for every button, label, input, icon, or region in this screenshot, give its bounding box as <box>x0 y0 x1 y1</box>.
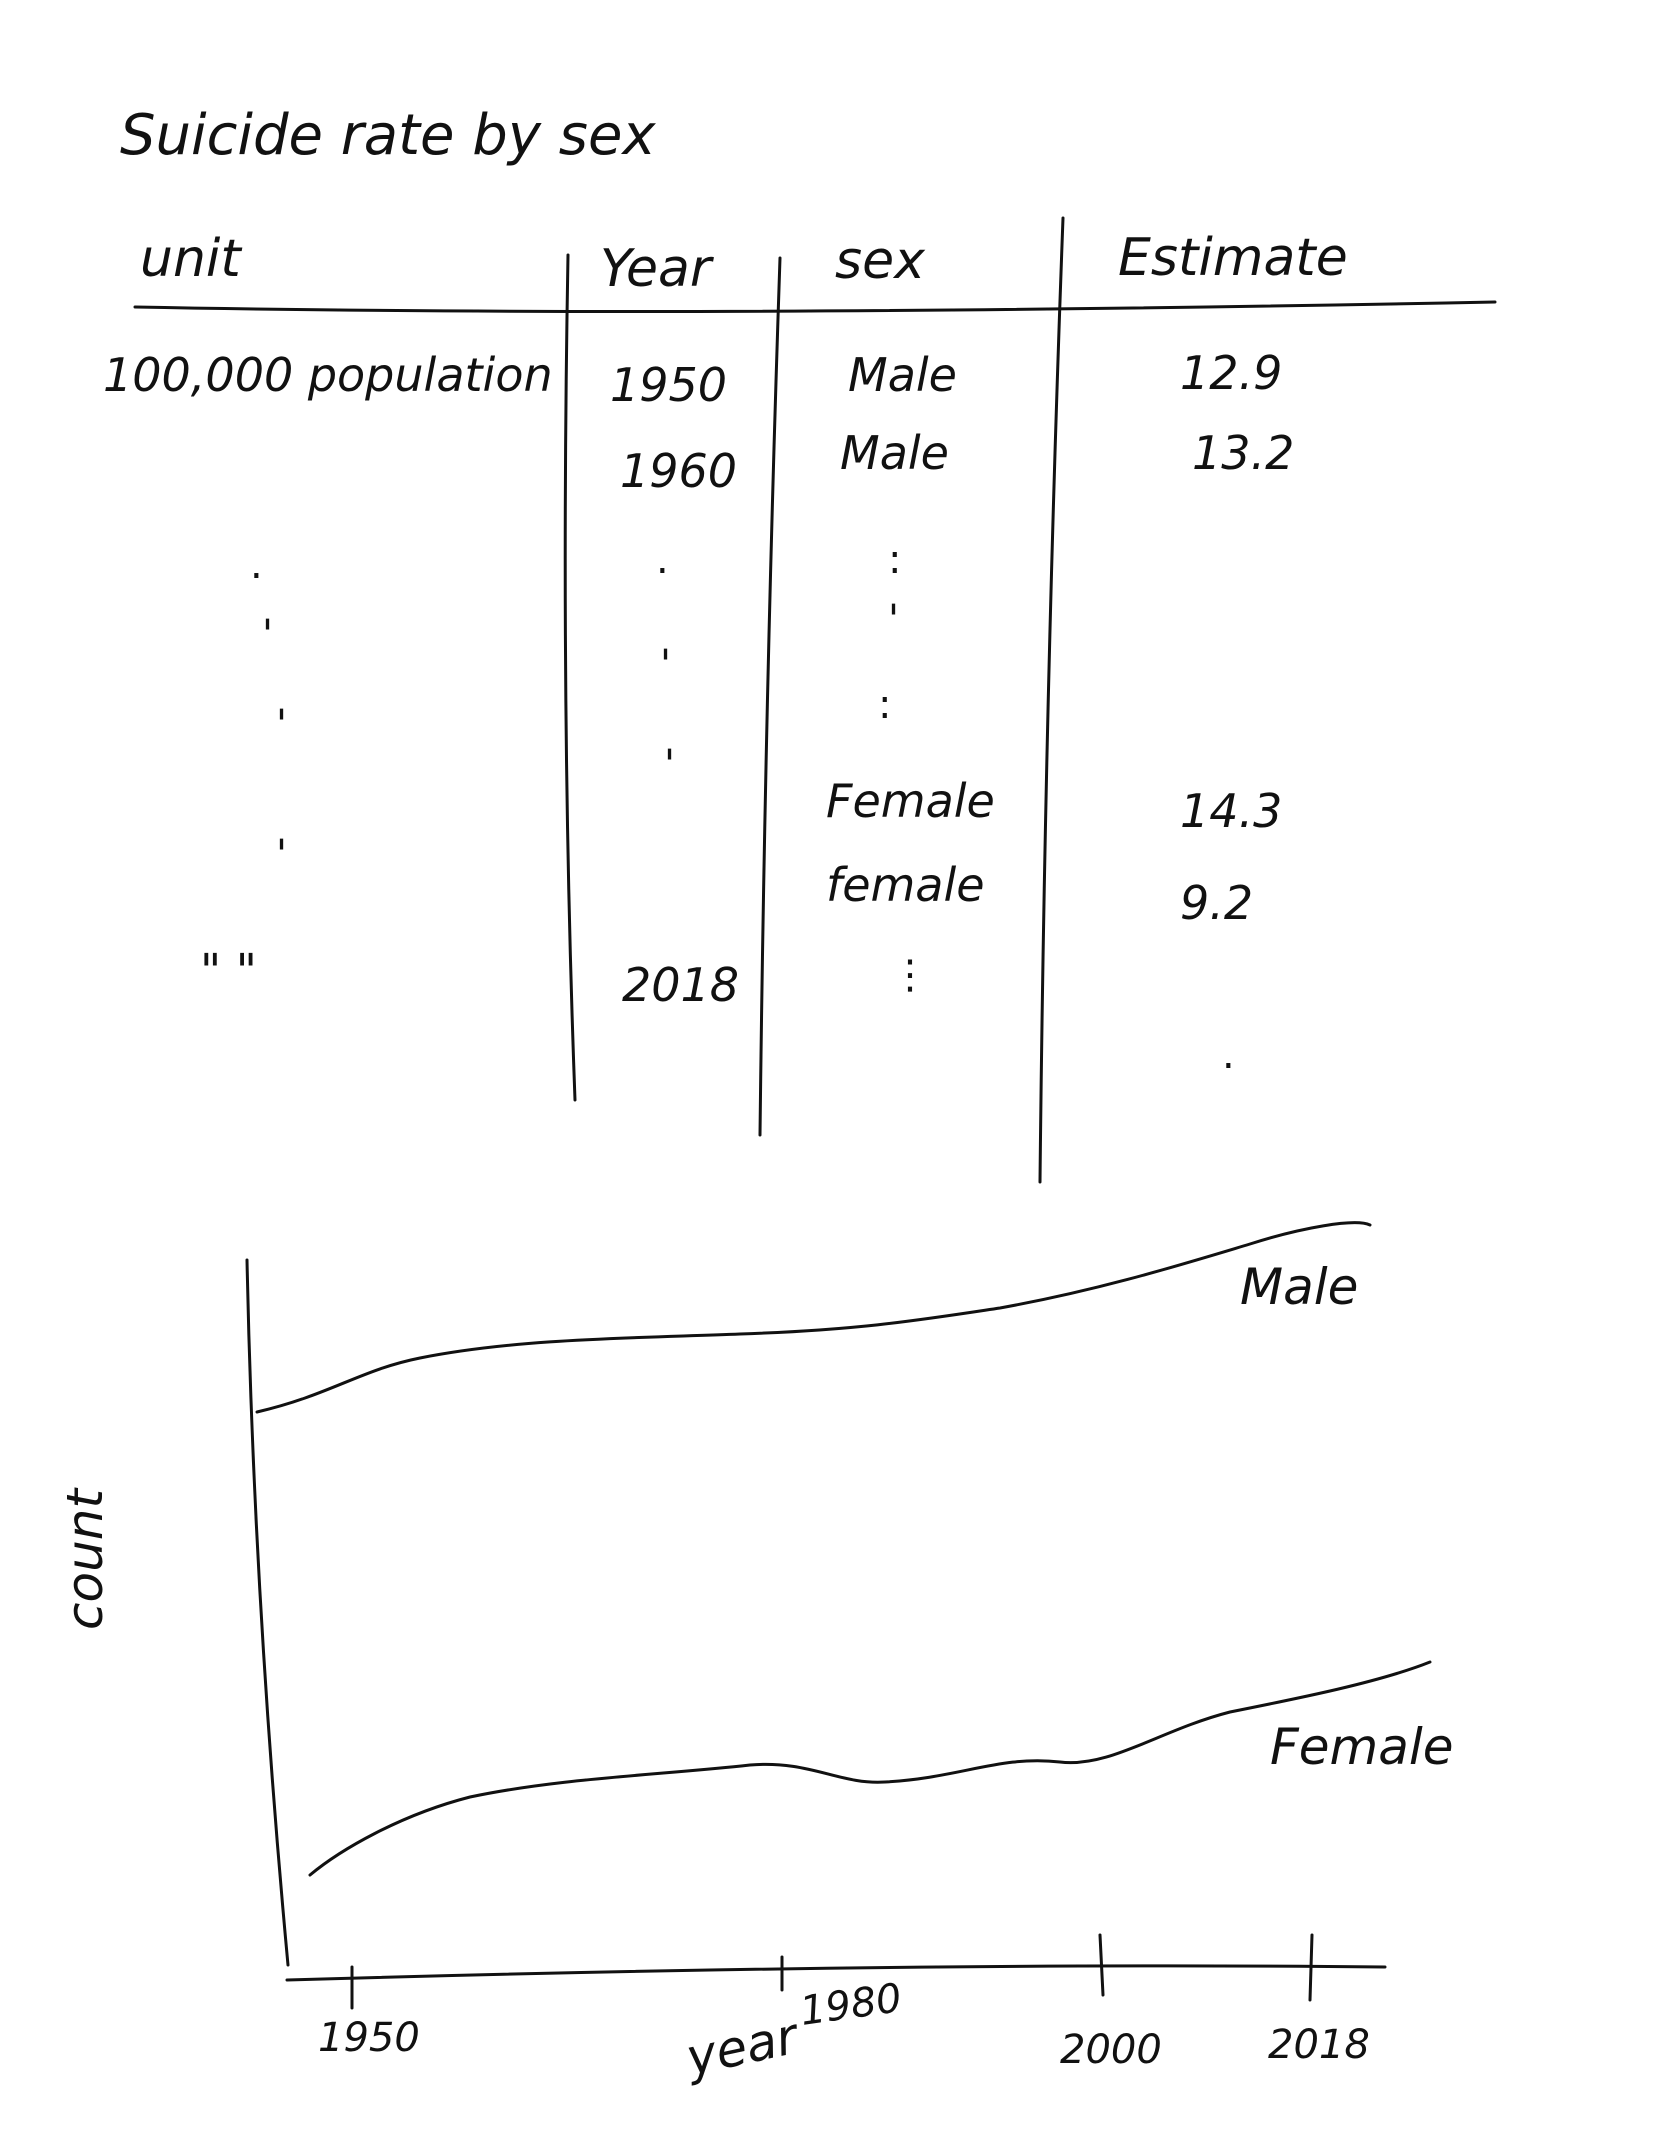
page-title: Suicide rate by sex <box>120 103 656 168</box>
continuation-mark: ⋮ <box>890 952 930 998</box>
chart-x-axis <box>285 1964 1387 1982</box>
table-cell-sex: Male <box>840 426 949 480</box>
continuation-mark: ' <box>276 702 287 748</box>
table-col-divider-3 <box>1038 216 1065 1184</box>
series-label-female: Female <box>1270 1718 1454 1776</box>
table-cell-year: 2018 <box>622 958 740 1012</box>
table-cell-estimate: 9.2 <box>1180 876 1254 930</box>
x-tick-label-2018: 2018 <box>1268 2022 1370 2068</box>
table-cell-sex: Female <box>826 774 995 828</box>
continuation-mark: ' <box>262 612 273 658</box>
x-tick-2018 <box>1308 1933 1314 2002</box>
table-header-sex: sex <box>835 231 925 291</box>
table-cell-sex: female <box>826 858 985 912</box>
continuation-mark: ' <box>888 597 899 643</box>
table-cell-estimate: 12.9 <box>1180 346 1283 400</box>
continuation-mark: . <box>1222 1032 1235 1078</box>
table-header-unit: unit <box>140 229 241 289</box>
continuation-mark: . <box>250 542 263 588</box>
table-cell-estimate: 14.3 <box>1180 784 1283 838</box>
continuation-mark: : <box>878 682 892 728</box>
table-cell-unit: 100,000 population <box>103 348 553 402</box>
x-tick-label-2000: 2000 <box>1060 2027 1162 2073</box>
table-col-divider-1 <box>563 253 577 1102</box>
continuation-mark: ' <box>664 742 675 788</box>
table-header-rule <box>133 300 1497 313</box>
table-cell-unit: " " <box>200 944 257 998</box>
table-cell-year: 1950 <box>610 358 728 412</box>
series-line-female <box>308 1660 1432 1877</box>
table-cell-sex: Male <box>848 348 957 402</box>
table-cell-estimate: 13.2 <box>1192 426 1295 480</box>
x-tick-2000 <box>1098 1933 1105 1997</box>
table-col-divider-2 <box>758 256 782 1137</box>
table-header-estimate: Estimate <box>1118 228 1348 288</box>
continuation-mark: . <box>656 537 669 583</box>
table-cell-year: 1960 <box>620 444 738 498</box>
series-line-male <box>255 1221 1372 1414</box>
continuation-mark: : <box>888 537 902 583</box>
continuation-mark: ' <box>660 642 671 688</box>
x-tick-label-1950: 1950 <box>318 2015 420 2061</box>
chart-y-axis <box>245 1258 290 1967</box>
series-label-male: Male <box>1240 1258 1359 1316</box>
table-header-year: Year <box>600 239 712 299</box>
continuation-mark: ' <box>276 832 287 878</box>
y-axis-label: count <box>56 1488 114 1630</box>
